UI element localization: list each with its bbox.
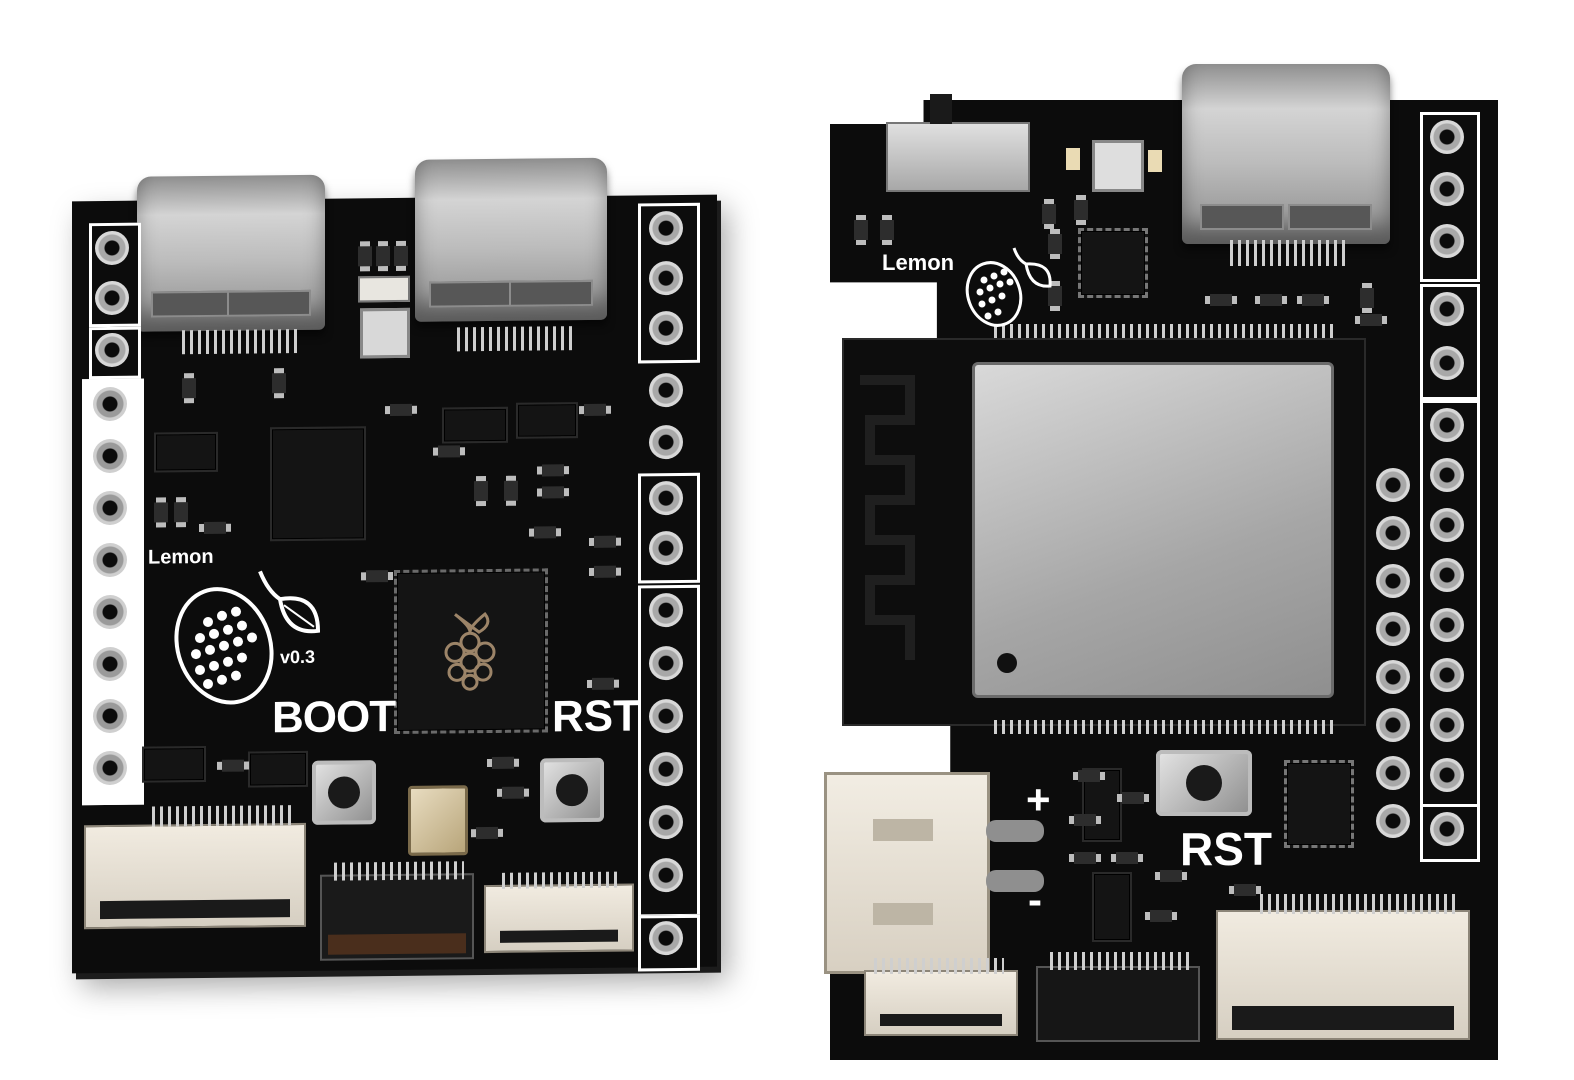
through-hole	[649, 751, 683, 787]
left-fpc-connector-small	[484, 883, 634, 954]
transistor-2	[248, 750, 308, 788]
imu-sensor-chip	[1284, 760, 1354, 848]
regulator-1	[154, 431, 218, 473]
left-fpc-connector-middle	[320, 873, 474, 961]
through-hole	[93, 646, 127, 682]
through-hole	[1430, 758, 1464, 792]
regulator-3	[516, 402, 578, 439]
right-reset-label: RST	[1180, 823, 1272, 875]
right-logo-text: Lemon	[882, 250, 955, 275]
right-status-led-1	[1066, 148, 1080, 170]
left-version-label: v0.3	[280, 646, 316, 668]
through-hole	[1376, 660, 1410, 694]
right-fpc-connector-left	[864, 970, 1018, 1036]
through-hole	[93, 490, 127, 526]
through-hole	[1430, 458, 1464, 492]
through-hole	[1430, 172, 1464, 206]
plus-label: +	[1026, 776, 1051, 823]
through-hole	[1430, 408, 1464, 442]
pin1-dot	[997, 653, 1017, 673]
regulator-2	[442, 406, 508, 444]
through-hole	[1430, 120, 1464, 154]
through-hole	[93, 698, 127, 734]
boot-label: BOOT	[272, 691, 396, 743]
rp2040-mcu	[394, 568, 548, 735]
through-hole	[649, 310, 683, 346]
crystal-oscillator	[408, 785, 468, 856]
through-hole	[1376, 516, 1410, 550]
through-hole	[1376, 468, 1410, 502]
through-hole	[649, 804, 683, 840]
through-hole	[93, 438, 127, 474]
through-hole	[1376, 564, 1410, 598]
power-slide-switch[interactable]	[886, 122, 1030, 192]
right-board-header-upper	[1420, 284, 1480, 400]
right-status-led-2	[1148, 150, 1162, 172]
through-hole	[649, 480, 683, 516]
status-led	[358, 275, 410, 303]
through-hole	[649, 698, 683, 734]
left-board: Lemon v0.3 BOOT RST	[72, 157, 717, 974]
transistor-1	[142, 745, 206, 783]
right-usb-c-connector	[1182, 64, 1390, 244]
through-hole	[649, 372, 683, 408]
through-hole	[1376, 756, 1410, 790]
left-reset-label: RST	[552, 691, 640, 742]
through-hole	[1376, 804, 1410, 838]
through-hole	[1430, 558, 1464, 592]
through-hole	[1376, 708, 1410, 742]
through-hole	[1430, 658, 1464, 692]
wifi-module	[842, 338, 1366, 726]
through-hole	[1376, 612, 1410, 646]
through-hole	[93, 542, 127, 578]
left-usb-c-connector-2	[415, 157, 607, 322]
through-hole	[1430, 608, 1464, 642]
through-hole	[1430, 812, 1464, 846]
through-hole	[649, 424, 683, 460]
through-hole	[649, 210, 683, 246]
through-hole	[93, 750, 127, 786]
lemon-logo-icon	[174, 570, 321, 705]
battery-jst-connector	[824, 772, 990, 974]
through-hole	[95, 332, 129, 368]
through-hole	[1430, 292, 1464, 326]
battery-pad-plus	[986, 820, 1044, 842]
left-fpc-connector-large	[84, 822, 306, 930]
through-hole	[1430, 224, 1464, 258]
left-logo-text: Lemon	[148, 545, 214, 569]
lemon-logo-icon	[965, 247, 1052, 327]
through-hole	[649, 920, 683, 956]
through-hole	[95, 280, 129, 316]
right-reset-button[interactable]	[1156, 750, 1252, 816]
through-hole	[93, 386, 127, 422]
left-usb-c-connector-1	[137, 174, 325, 332]
minus-label: -	[1028, 876, 1042, 923]
right-board-components: + - RST Lemon	[824, 64, 1498, 1060]
through-hole	[649, 530, 683, 566]
raspberry-logo-icon	[444, 611, 496, 691]
pcb-antenna-icon	[860, 375, 915, 660]
wifi-module-shield	[972, 362, 1334, 698]
through-hole	[95, 230, 129, 266]
ldo-regulator	[1092, 872, 1132, 942]
right-fpc-connector-middle	[1036, 966, 1200, 1042]
usb-uart-chip	[1078, 228, 1148, 298]
through-hole	[649, 857, 683, 893]
through-hole	[1430, 708, 1464, 742]
power-slide-switch-knob[interactable]	[930, 94, 952, 124]
through-hole	[1430, 508, 1464, 542]
through-hole	[649, 592, 683, 628]
boot-button[interactable]	[312, 760, 376, 825]
right-rgb-led	[1092, 140, 1144, 192]
flash-chip	[270, 426, 366, 542]
reset-button[interactable]	[540, 757, 604, 823]
right-fpc-connector-large	[1216, 910, 1470, 1040]
through-hole	[649, 645, 683, 681]
through-hole	[93, 594, 127, 630]
through-hole	[649, 260, 683, 296]
rgb-led	[360, 307, 410, 359]
battery-pad-minus	[986, 870, 1044, 892]
through-hole	[1430, 346, 1464, 380]
